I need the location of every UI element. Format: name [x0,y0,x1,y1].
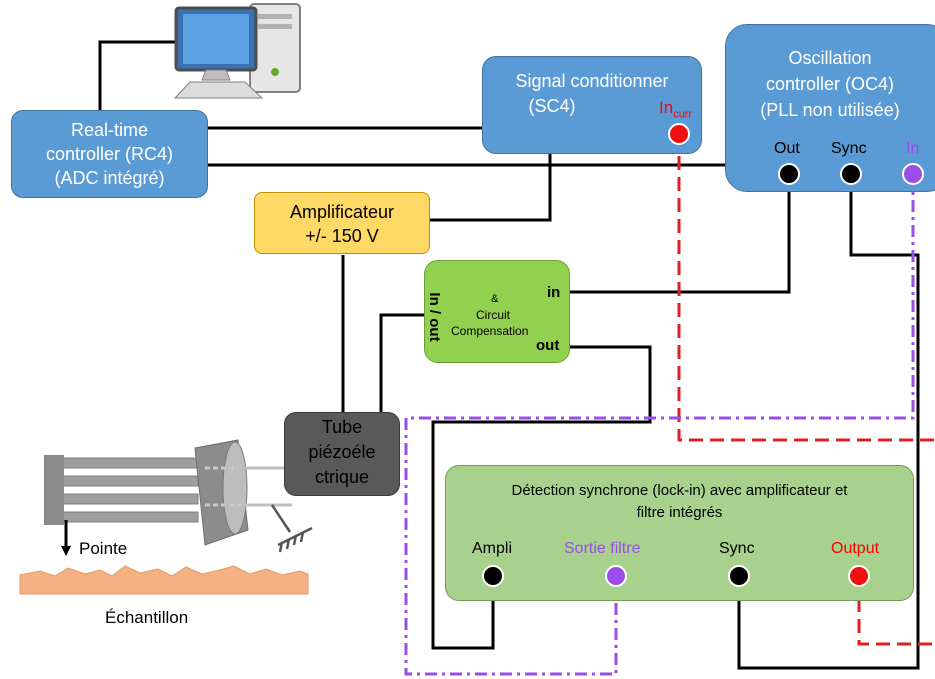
oc4-port-in[interactable] [902,163,924,185]
amplifier-box: Amplificateur +/- 150 V [254,192,430,254]
lockin-title-line2: filtre intégrés [636,504,723,521]
sc4-line1: Signal conditionner [515,71,669,91]
wire-oc4sync-lockin [737,175,920,670]
sc4-port-incurr[interactable] [668,123,690,145]
lockin-port-sync[interactable] [728,565,750,587]
oc4-port-sync[interactable] [840,163,862,185]
compensation-port-out-label: out [536,337,560,354]
piezo-tube-line1: Tube [321,417,363,437]
compensation-port-in-label: in [547,284,561,301]
rc4-line3: (ADC intégré) [54,168,165,188]
wire-oc4in-purple [404,175,915,676]
wire-pc-rc4 [98,40,182,110]
oc4-line1: Oscillation [788,48,872,68]
oc4-line2: controller (OC4) [765,74,895,94]
ground-icon [270,504,313,553]
sc4-line2: (SC4) [528,96,576,116]
piezo-tube-box: Tube piézoéle ctrique [284,412,400,496]
oc4-port-out[interactable] [778,163,800,185]
oc4-port-in-label: In [906,140,920,157]
piezo-tube-line2: piézoéle [308,442,376,462]
sc4-port-incurr-sub: curr [673,108,693,121]
wire-incurr-red [677,135,935,442]
compensation-box [424,260,570,363]
rc4-line2: controller (RC4) [45,144,174,164]
sc4-port-incurr-label: Incurr [659,98,692,120]
piezo-tube-line3: ctrique [314,467,370,487]
compensation-line2: Compensation [451,324,529,338]
piezo-scanner-icon [44,439,292,556]
rc4-box: Real-time controller (RC4) (ADC intégré) [11,110,208,198]
wire-comp-tube [379,313,425,413]
rc4-line1: Real-time [70,120,149,140]
sample-surface-icon [19,565,309,595]
amplifier-line2: +/- 150 V [305,226,379,246]
oc4-line3: (PLL non utilisée) [760,100,900,120]
lockin-port-sync-label: Sync [719,540,755,557]
lockin-port-ampli[interactable] [482,565,504,587]
lockin-port-filter[interactable] [605,565,627,587]
amplifier-line1: Amplificateur [289,202,395,222]
sc4-port-incurr-main: In [659,98,674,117]
lockin-port-output-label: Output [831,540,880,557]
oc4-port-out-label: Out [774,140,800,157]
wire-oc4out-comp [570,175,791,294]
computer-icon [173,3,301,99]
wire-comp-ampli [431,345,652,650]
lockin-title-line1: Détection synchrone (lock-in) avec ampli… [511,482,848,499]
lockin-port-output[interactable] [848,565,870,587]
sample-label: Échantillon [105,608,189,627]
lockin-port-ampli-label: Ampli [472,540,513,557]
compensation-amp-sign: & [491,293,499,305]
compensation-line1: Circuit [476,308,511,322]
compensation-port-inout-label: In / out [426,292,443,342]
oc4-port-sync-label: Sync [831,140,867,157]
sc4-box: Signal conditionner (SC4) [482,56,702,154]
tip-label: Pointe [79,539,128,558]
lockin-box: Détection synchrone (lock-in) avec ampli… [445,465,914,601]
lockin-port-filter-label: Sortie filtre [564,540,641,557]
oc4-box: Oscillation controller (OC4) (PLL non ut… [725,24,935,192]
wire-sc4-amp [430,153,552,222]
